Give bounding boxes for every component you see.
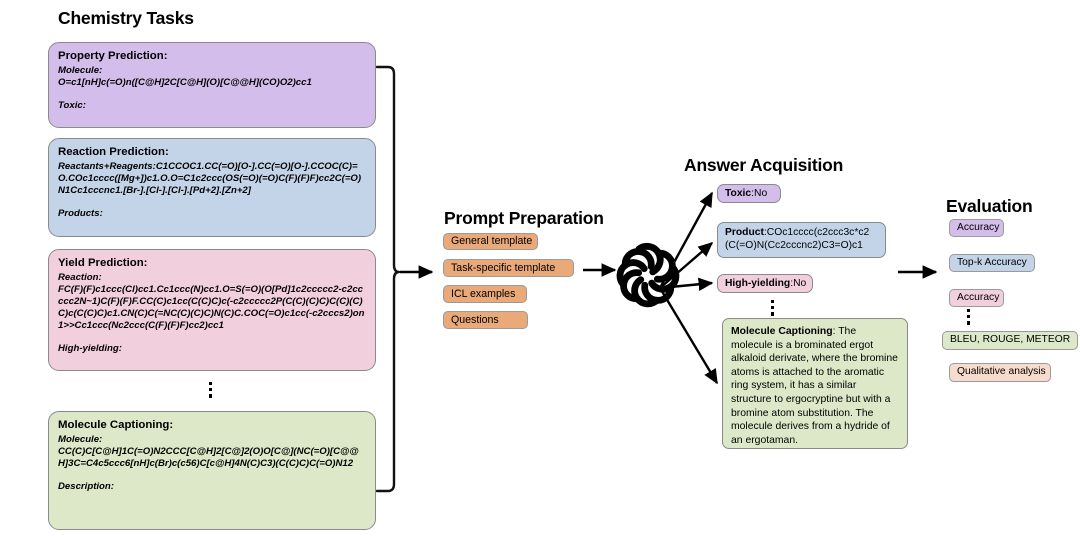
answer-value: No	[754, 187, 768, 199]
task-card-output-label: Description:	[58, 481, 114, 493]
task-card-input-value: FC(F)(F)c1ccc(Cl)cc1.Cc1ccc(N)cc1.O=S(=O…	[58, 284, 365, 332]
task-card-output-label: Toxic:	[58, 100, 86, 112]
answer-label: Toxic	[725, 187, 752, 199]
task-card-output-label: Products:	[58, 208, 103, 220]
answer-box-toxic: Toxic: No	[717, 184, 781, 203]
task-collector-brace	[375, 65, 401, 493]
task-card-title: Reaction Prediction:	[58, 146, 169, 158]
section-title-answer-acquisition: Answer Acquisition	[684, 155, 844, 175]
answer-box-molecule-captioning: Molecule Captioning: The molecule is a b…	[722, 318, 908, 449]
task-card-input-value: CC(C)C[C@H]1C(=O)N2CCC[C@H]2[C@]2(O)O[C@…	[58, 446, 359, 470]
answer-value: COc1cccc(c2ccc3c*c2(C(=O)N(Cc2cccnc2)C3=…	[725, 227, 870, 252]
task-list-ellipsis-icon	[209, 382, 213, 398]
task-card-yield-prediction: Yield Prediction: Reaction: FC(F)(F)c1cc…	[48, 249, 376, 371]
prompt-item-general-template[interactable]: General template	[443, 233, 538, 250]
answer-separator: :	[790, 277, 794, 289]
evaluation-metric-qualitative-analysis[interactable]: Qualitative analysis	[949, 363, 1051, 382]
task-card-input: Reactants+Reagents:C1CCOC1.CC(=O)[O-].CC…	[58, 161, 366, 197]
answer-label: Product	[725, 227, 764, 238]
openai-logo-icon	[616, 242, 680, 308]
answer-value: No	[793, 277, 807, 289]
answer-box-product: Product:COc1cccc(c2ccc3c*c2(C(=O)N(Cc2cc…	[717, 222, 886, 258]
answer-value: The molecule is a brominated ergot alkal…	[731, 326, 898, 446]
evaluation-metric-accuracy-property[interactable]: Accuracy	[949, 219, 1004, 237]
task-card-input-label: Reaction:	[58, 272, 102, 283]
section-title-evaluation: Evaluation	[946, 196, 1033, 216]
answer-label: High-yielding	[725, 277, 791, 289]
prompt-item-questions[interactable]: Questions	[443, 311, 528, 329]
page-title-chemistry-tasks: Chemistry Tasks	[58, 8, 194, 28]
evaluation-metric-accuracy-yield[interactable]: Accuracy	[949, 289, 1004, 307]
prompt-item-task-specific-template[interactable]: Task-specific template	[443, 259, 574, 277]
evaluation-metric-bleu-rouge-meteor[interactable]: BLEU, ROUGE, METEOR	[942, 331, 1078, 350]
task-card-title: Yield Prediction:	[58, 257, 148, 269]
answer-list-ellipsis-icon	[771, 300, 775, 316]
arrow-model-to-yield	[659, 277, 714, 291]
answer-box-high-yielding: High-yielding: No	[717, 274, 813, 293]
task-card-title: Property Prediction:	[58, 50, 168, 62]
task-card-title: Molecule Captioning:	[58, 419, 174, 431]
task-card-input: Molecule: O=c1[nH]c(=O)n([C@H]2C[C@H](O)…	[58, 65, 366, 89]
task-card-molecule-captioning: Molecule Captioning: Molecule: CC(C)C[C@…	[48, 411, 376, 530]
answer-separator: :	[763, 227, 767, 238]
arrow-model-to-caption	[658, 287, 719, 385]
arrow-model-to-product	[659, 242, 714, 289]
task-card-input-label: Molecule:	[58, 434, 103, 445]
evaluation-list-ellipsis-icon	[967, 309, 971, 325]
task-card-input: Reaction: FC(F)(F)c1ccc(Cl)cc1.Cc1ccc(N)…	[58, 272, 366, 332]
arrow-model-to-toxic	[658, 191, 714, 289]
task-card-property-prediction: Property Prediction: Molecule: O=c1[nH]c…	[48, 42, 376, 128]
task-card-input-label: Reactants+Reagents:C1CCOC1.CC(=O)[O-].CC…	[58, 161, 362, 197]
answer-separator: :	[832, 326, 839, 337]
answer-separator: :	[751, 187, 755, 199]
prompt-item-icl-examples[interactable]: ICL examples	[443, 285, 527, 303]
section-title-prompt-preparation: Prompt Preparation	[444, 208, 604, 228]
task-card-output-label: High-yielding:	[58, 343, 122, 355]
task-card-input: Molecule: CC(C)C[C@H]1C(=O)N2CCC[C@H]2[C…	[58, 434, 366, 470]
answer-label: Molecule Captioning	[731, 326, 833, 337]
evaluation-metric-top-k-accuracy[interactable]: Top-k Accuracy	[949, 254, 1035, 272]
task-card-reaction-prediction: Reaction Prediction: Reactants+Reagents:…	[48, 138, 376, 237]
task-card-input-value: O=c1[nH]c(=O)n([C@H]2C[C@H](O)[C@@H](CO)…	[58, 77, 312, 89]
task-card-input-label: Molecule:	[58, 65, 103, 76]
